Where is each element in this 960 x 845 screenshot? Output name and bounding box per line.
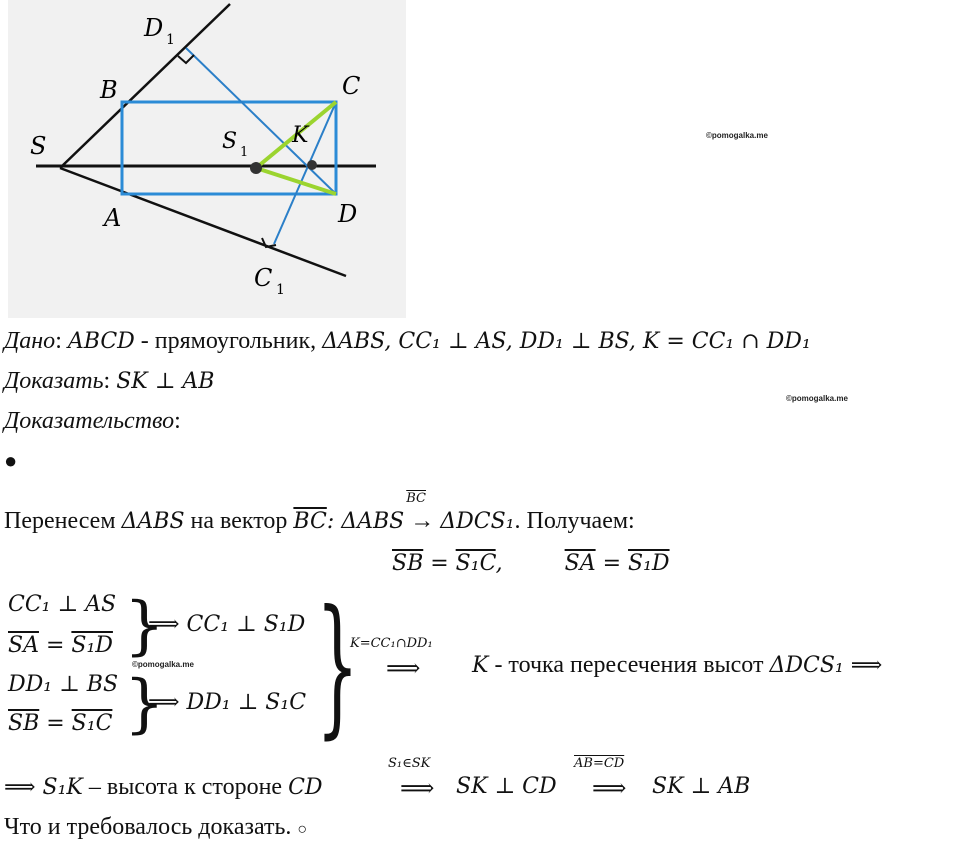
label-c1: C bbox=[254, 264, 272, 292]
eq-2: = bbox=[595, 551, 629, 576]
vec-s1c: S₁C bbox=[455, 551, 496, 576]
orthocenter-conclusion: K - точка пересечения высот ΔDCS₁ ⟹ bbox=[472, 650, 882, 681]
sk-perp-cd: SK ⊥ CD bbox=[456, 774, 557, 799]
label-d: D bbox=[337, 200, 357, 228]
over-ab-cd: AB=CD bbox=[574, 756, 625, 771]
given-sep: : bbox=[55, 328, 62, 354]
translate-arrow-group: BC → bbox=[406, 491, 435, 536]
translate-word: Перенесем bbox=[4, 508, 116, 534]
prove-label: Доказать bbox=[4, 368, 104, 394]
proof-line-final: ⟹ S₁K – высота к стороне CD bbox=[4, 772, 323, 803]
rect-abcd bbox=[120, 100, 338, 196]
translate-arrow: → bbox=[410, 508, 435, 534]
prove-line: Доказать: SK ⊥ AB bbox=[4, 366, 214, 397]
label-b: B bbox=[99, 76, 118, 104]
eq-1: = bbox=[423, 551, 456, 576]
implies-arrow: ⟹ bbox=[386, 656, 421, 682]
right-angle-d1 bbox=[177, 54, 195, 65]
triangle-abs-2: : ΔABS bbox=[326, 509, 405, 534]
vec-sa-2: SA bbox=[8, 633, 39, 658]
label-c1-sub: 1 bbox=[276, 282, 285, 298]
sys-row-1: CC₁ ⊥ AS bbox=[8, 592, 117, 617]
geometry-figure: S B A C D D 1 C 1 S 1 K bbox=[8, 0, 406, 318]
proof-line-translate: Перенесем ΔABS на вектор BC: ΔABS BC → Δ… bbox=[4, 491, 635, 537]
brace-small-2: } bbox=[124, 667, 165, 741]
vec-sb-2: SB bbox=[8, 711, 40, 736]
point-s1 bbox=[250, 162, 262, 174]
line-sa bbox=[59, 166, 347, 278]
given-label: Дано bbox=[4, 328, 56, 354]
vector-bc: BC bbox=[293, 509, 327, 534]
proof-heading: Доказательство: bbox=[4, 406, 181, 436]
label-s1: S bbox=[222, 129, 237, 154]
green-s1c bbox=[254, 100, 338, 170]
given-conditions: ΔABS, CC₁ ⊥ AS, DD₁ ⊥ BS, K = CC₁ ∩ DD₁ bbox=[322, 329, 811, 354]
s1k-text: ⟹ S₁K bbox=[4, 775, 83, 800]
sys-result-1: ⟹ CC₁ ⊥ S₁D bbox=[148, 612, 306, 637]
side-cd: CD bbox=[288, 775, 323, 800]
vec-s1d-2: S₁D bbox=[71, 633, 113, 658]
brace-big: } bbox=[316, 579, 359, 753]
implies-arrow-2: ⟹ bbox=[400, 776, 435, 802]
vec-sa: SA bbox=[564, 551, 596, 576]
vec-s1c-2: S₁C bbox=[71, 711, 113, 736]
right-angle-c1 bbox=[261, 237, 277, 249]
vector-equalities: SB = S₁C, SA = S₁D bbox=[392, 548, 670, 579]
get-word: . Получаем: bbox=[514, 508, 635, 534]
label-d1-sub: 1 bbox=[166, 32, 175, 48]
triangle-abs: ΔABS bbox=[121, 509, 185, 534]
label-k: K bbox=[291, 123, 310, 148]
eq-4: = bbox=[39, 711, 72, 736]
label-s: S bbox=[30, 132, 46, 160]
point-k bbox=[307, 160, 317, 170]
arrow-over-bc: BC bbox=[406, 491, 426, 506]
sys-row-3: DD₁ ⊥ BS bbox=[8, 672, 119, 697]
vec-sb: SB bbox=[392, 551, 424, 576]
triangle-dcs1: ΔDCS₁ bbox=[440, 509, 515, 534]
over-k-def: K=CC₁∩DD₁ bbox=[350, 636, 433, 651]
proof-label: Доказательство bbox=[4, 408, 175, 434]
label-c: C bbox=[342, 72, 360, 100]
orthocenter-words: - точка пересечения высот bbox=[488, 652, 770, 678]
vec-s1d: S₁D bbox=[628, 551, 670, 576]
altitude-cc1 bbox=[273, 101, 337, 245]
eq-3: = bbox=[38, 633, 72, 658]
comma: , bbox=[495, 551, 503, 576]
line-sb bbox=[59, 3, 231, 169]
label-s1-sub: 1 bbox=[240, 145, 248, 160]
bullet: ● bbox=[4, 448, 18, 473]
watermark: ©pomogalka.me bbox=[786, 394, 848, 403]
proof-sep: : bbox=[174, 408, 181, 434]
sys-row-4: SB = S₁C bbox=[8, 708, 112, 739]
given-dash: - прямоугольник, bbox=[134, 328, 317, 354]
point-k-text: K bbox=[472, 653, 489, 678]
brace-small-1: } bbox=[124, 589, 165, 663]
implies-arrow-3: ⟹ bbox=[592, 776, 627, 802]
given-figure: ABCD bbox=[67, 329, 135, 354]
label-a: A bbox=[102, 204, 121, 232]
label-d1: D bbox=[143, 14, 163, 42]
given-line: Дано: ABCD - прямоугольник, ΔABS, CC₁ ⊥ … bbox=[4, 326, 811, 357]
sys-result-2: ⟹ DD₁ ⊥ S₁C bbox=[148, 690, 307, 715]
vector-word: на вектор bbox=[190, 508, 288, 534]
prove-statement: SK ⊥ AB bbox=[116, 369, 215, 394]
prove-sep: : bbox=[103, 368, 111, 394]
qed-line: Что и требовалось доказать. ○ bbox=[4, 812, 307, 845]
green-s1d bbox=[255, 166, 337, 196]
sk-perp-ab: SK ⊥ AB bbox=[652, 774, 751, 799]
height-words: – высота к стороне bbox=[82, 774, 289, 800]
watermark: ©pomogalka.me bbox=[132, 660, 194, 669]
qed-mark: ○ bbox=[297, 821, 308, 838]
sys-row-2: SA = S₁D bbox=[8, 630, 113, 661]
over-s1-in-sk: S₁∈SK bbox=[388, 756, 431, 771]
watermark: ©pomogalka.me bbox=[706, 131, 768, 140]
figure-svg: S B A C D D 1 C 1 S 1 K bbox=[30, 3, 376, 298]
triangle-dcs1-2: ΔDCS₁ ⟹ bbox=[769, 653, 883, 678]
qed-text: Что и требовалось доказать. bbox=[4, 814, 292, 840]
